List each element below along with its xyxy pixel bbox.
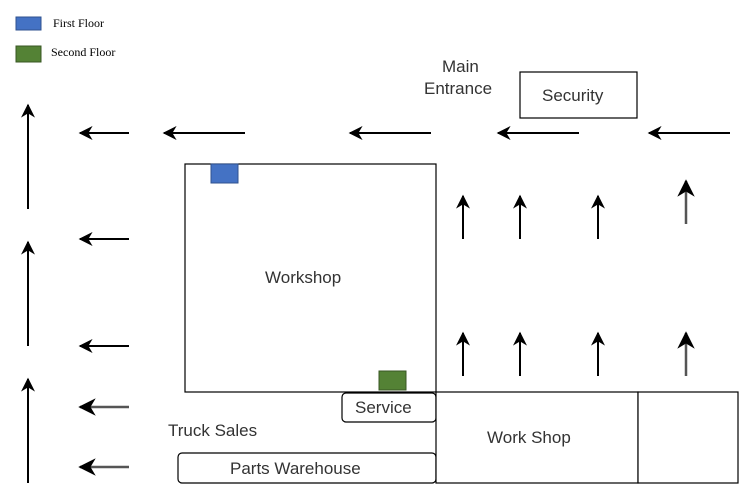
main-entrance-label-line1: Main (442, 57, 479, 76)
legend: First Floor Second Floor (15, 16, 115, 63)
security-building (519, 71, 638, 119)
legend-label-second-floor: Second Floor (51, 45, 115, 59)
adjacent-building (637, 391, 739, 484)
main-entrance-label-line2: Entrance (424, 79, 492, 98)
second-floor-marker (378, 370, 407, 391)
legend-label-first-floor: First Floor (53, 16, 104, 30)
first-floor-marker (210, 163, 239, 184)
workshop-building (184, 163, 437, 393)
right-upper-up-arrows (456, 179, 695, 239)
service-label: Service (355, 398, 412, 417)
parts-warehouse-label: Parts Warehouse (230, 459, 361, 478)
left-column-arrows (78, 232, 129, 476)
legend-swatch-second-floor (15, 45, 42, 63)
right-lower-up-arrows (456, 331, 695, 376)
work-shop-label: Work Shop (487, 428, 571, 447)
legend-swatch-first-floor (15, 16, 42, 31)
work-shop-building (435, 391, 639, 484)
security-label: Security (542, 86, 604, 105)
truck-sales-label: Truck Sales (168, 421, 257, 440)
workshop-label: Workshop (265, 268, 341, 287)
